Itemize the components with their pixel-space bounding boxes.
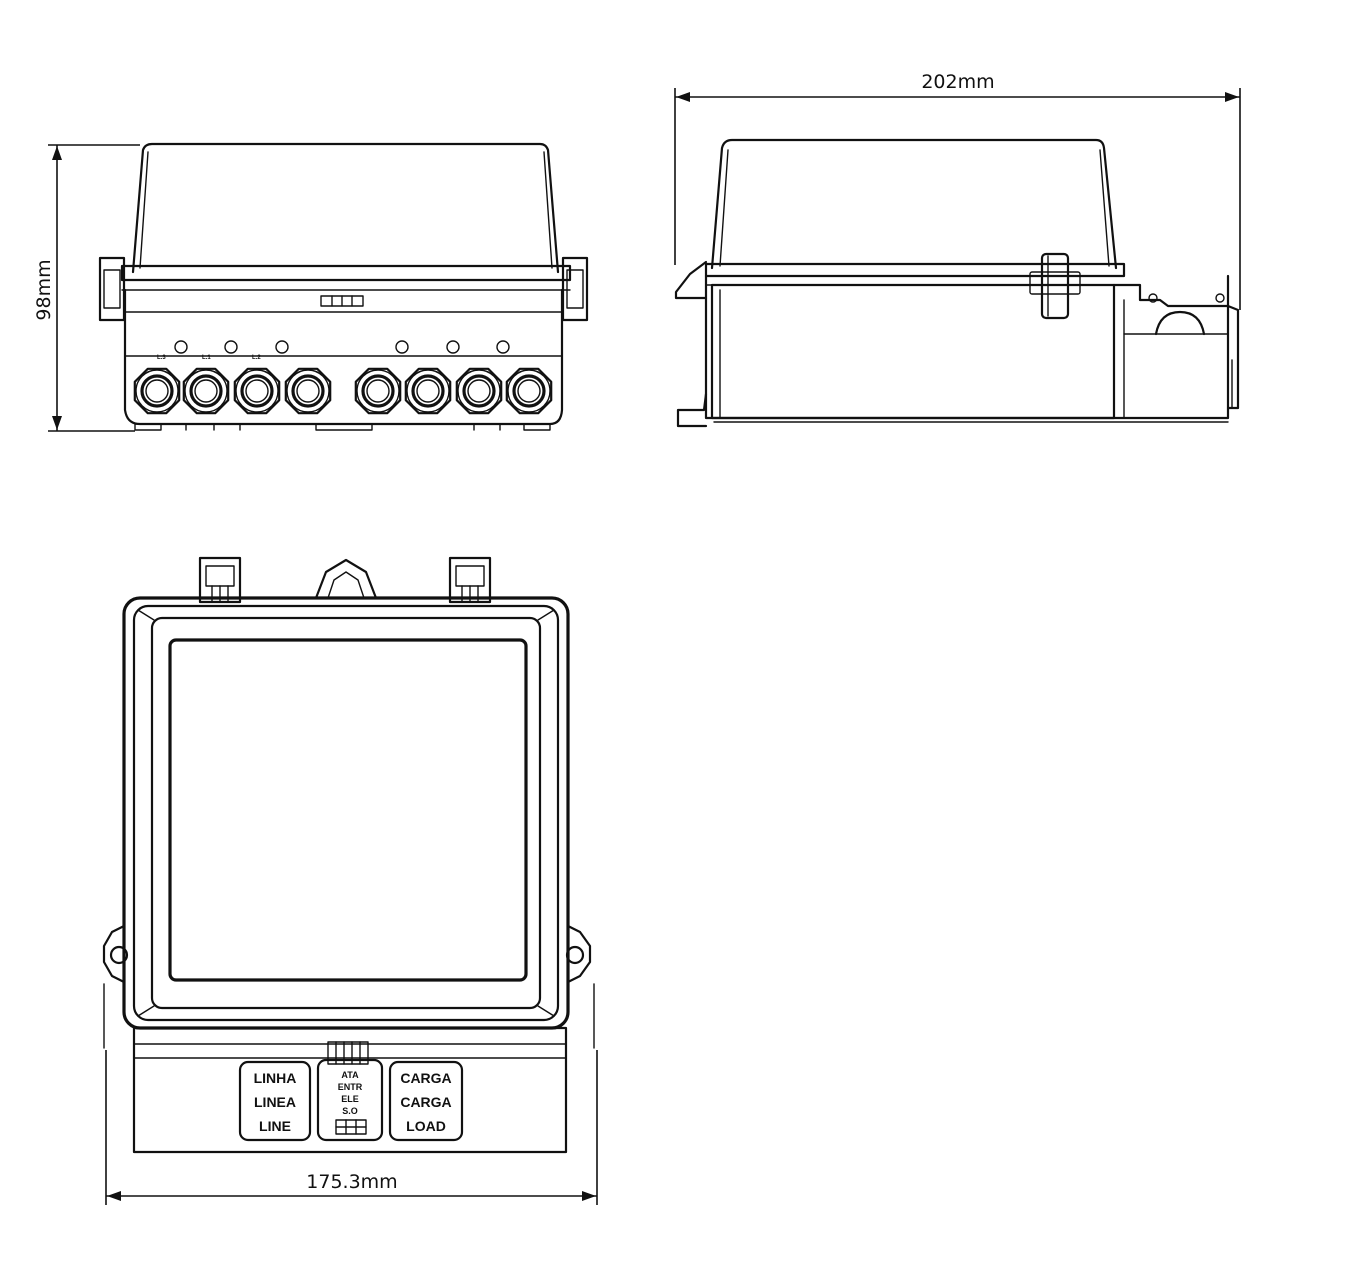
line-label: LINE [259,1118,291,1134]
gland-label: L.1 [202,355,211,361]
width-dimension: 175.3mm [105,1050,598,1205]
load-label: CARGA [400,1070,451,1086]
line-label: LINEA [254,1094,296,1110]
front-view: L.3 L.1 L.2 [98,142,589,431]
cable-gland [284,367,332,415]
cable-gland [354,367,402,415]
line-label-box [238,1060,312,1142]
center-label: S.O [342,1106,358,1116]
width-dimension-label: 175.3mm [306,1171,397,1193]
top-lid-bevel [150,616,542,1010]
cable-glands [133,367,553,415]
top-view: LINHA LINEA LINE ATA ENTR ELE S.O CARGA … [102,556,595,1154]
front-holes [174,340,510,354]
side-top-flange [674,260,708,300]
side-latch [1040,252,1070,320]
center-label: ATA [341,1070,359,1080]
side-bottom-flange [676,392,708,428]
load-label: LOAD [406,1118,446,1134]
side-terminal-cover [1112,283,1240,410]
cable-gland [505,367,553,415]
front-left-latch [98,256,126,322]
gland-label: L.2 [252,355,261,361]
front-right-latch [561,256,589,322]
side-base [710,283,1116,420]
cable-gland [455,367,503,415]
center-label: ENTR [338,1082,363,1092]
hanger-loop [314,558,378,600]
load-label: CARGA [400,1094,451,1110]
side-lid [710,138,1118,270]
height-dimension: 98mm [33,144,140,432]
center-label-box [316,1058,384,1142]
front-lid-rim [120,264,572,282]
side-knob [1154,310,1206,336]
side-ears [102,924,595,1049]
load-label-box [388,1060,464,1142]
gland-label: L.3 [157,355,166,361]
top-housing [122,596,570,1030]
cable-gland [133,367,181,415]
display-window [168,638,528,982]
cable-gland [233,367,281,415]
front-lid [131,142,560,274]
length-dimension: 202mm [674,71,1241,310]
side-view [674,138,1240,428]
cable-gland [404,367,452,415]
line-label: LINHA [254,1070,297,1086]
height-dimension-label: 98mm [33,259,55,320]
center-label: ELE [341,1094,359,1104]
cable-gland [182,367,230,415]
length-dimension-label: 202mm [921,71,994,93]
side-lid-rim [704,262,1126,278]
